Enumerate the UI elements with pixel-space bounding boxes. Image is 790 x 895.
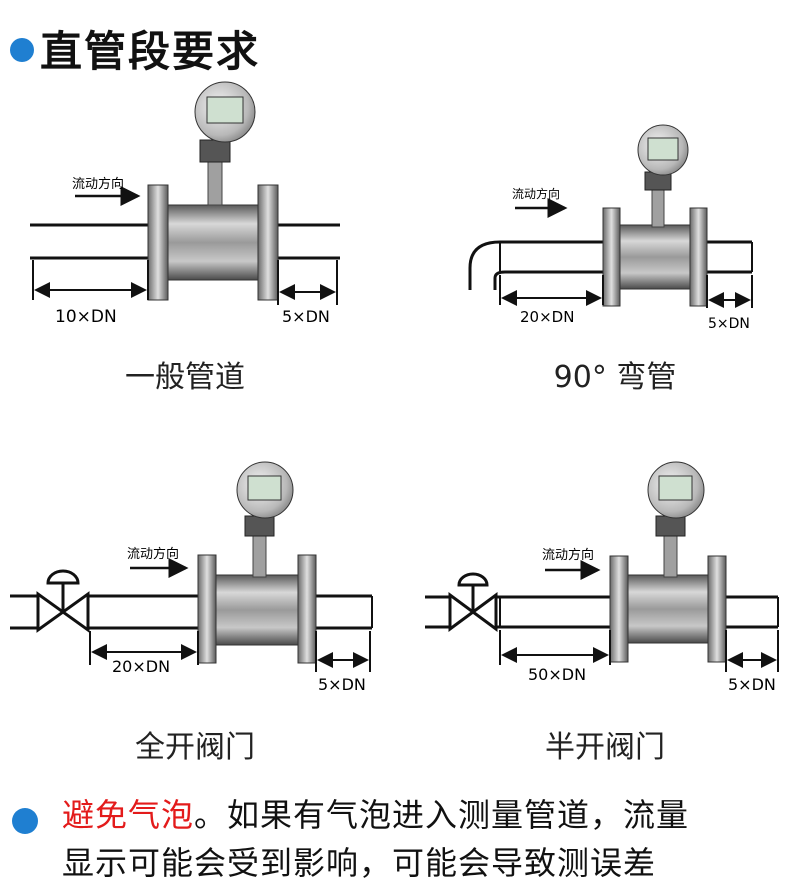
downstream-length-label: 5×DN xyxy=(728,675,776,694)
flow-direction-label: 流动方向 xyxy=(127,546,179,562)
downstream-length-label: 5×DN xyxy=(282,307,330,326)
downstream-length-label: 5×DN xyxy=(708,316,750,332)
note-line-1: 避免气泡。如果有气泡进入测量管道，流量 xyxy=(62,790,689,836)
flow-direction-label: 流动方向 xyxy=(542,547,594,563)
caption-open-valve: 全开阀门 xyxy=(135,730,255,765)
valve-icon xyxy=(36,569,90,633)
note-line-1-text: 。如果有气泡进入测量管道，流量 xyxy=(194,796,690,834)
title-bullet-icon xyxy=(10,38,34,62)
note-highlight: 避免气泡 xyxy=(62,796,195,834)
panel-elbow: 流动方向 20×DN 5×DN xyxy=(468,124,753,332)
caption-general-pipe: 一般管道 xyxy=(125,360,245,395)
upstream-length-label: 50×DN xyxy=(528,665,586,684)
flowmeter-icon xyxy=(197,461,317,664)
flow-direction-label: 流动方向 xyxy=(512,186,560,201)
caption-elbow: 90° 弯管 xyxy=(553,360,677,395)
flowmeter-icon xyxy=(609,461,727,663)
caption-half-open-valve: 半开阀门 xyxy=(545,730,665,765)
flowmeter-icon xyxy=(147,81,279,301)
valve-icon xyxy=(448,572,498,632)
flowmeter-icon xyxy=(602,124,708,307)
panel-half-open-valve: 流动方向 50×DN 5×DN xyxy=(425,461,779,694)
panel-general-pipe: 流动方向 10×DN 5×DN xyxy=(30,81,340,327)
flow-direction-label: 流动方向 xyxy=(72,176,124,192)
panel-open-valve: 流动方向 20×DN 5×DN xyxy=(10,461,373,694)
installation-diagrams: 流动方向 10×DN 5×DN 流动方向 20×DN xyxy=(10,81,779,694)
page-title: 直管段要求 xyxy=(40,27,261,76)
note-line-2: 显示可能会受到影响，可能会导致测误差 xyxy=(62,844,657,882)
note-bullet-icon xyxy=(12,808,38,834)
upstream-length-label: 20×DN xyxy=(112,657,170,676)
downstream-length-label: 5×DN xyxy=(318,675,366,694)
upstream-length-label: 20×DN xyxy=(520,308,574,326)
upstream-length-label: 10×DN xyxy=(55,307,117,327)
